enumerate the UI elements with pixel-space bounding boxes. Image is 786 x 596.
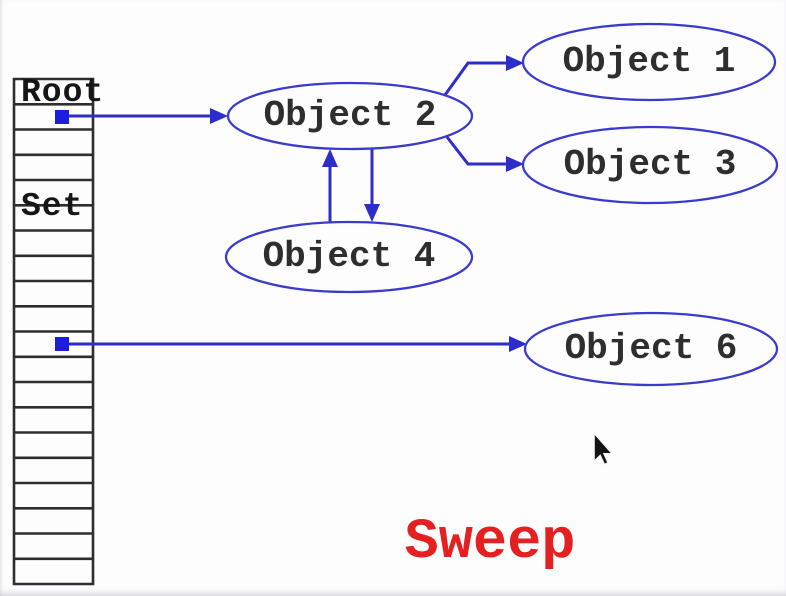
arrowhead-down-into-object4-icon [364, 204, 380, 222]
node-label-object-4: Object 4 [262, 236, 436, 277]
object-node-ellipses [224, 22, 779, 387]
arrowhead-into-object2-icon [210, 108, 228, 124]
root-set-table [12, 77, 95, 586]
phase-label-sweep: Sweep [404, 511, 576, 575]
root-set-title-line1: Root [21, 74, 105, 111]
arrowhead-into-object3-icon [506, 156, 524, 172]
node-label-object-1: Object 1 [562, 41, 736, 82]
root-pointer-square-slot2 [55, 110, 69, 124]
object-1-ellipse [521, 22, 777, 102]
arrowhead-up-into-object2-icon [322, 149, 338, 167]
edge-lines [69, 61, 511, 346]
root-pointer-square-slot11 [55, 337, 69, 351]
mouse-cursor-icon [593, 430, 615, 466]
root-set-grid-lines [12, 77, 95, 586]
node-label-object-6: Object 6 [564, 328, 738, 369]
edge-object2-to-object3-line [445, 136, 508, 166]
edge-object2-to-object1-line [443, 61, 508, 96]
object-3-ellipse [521, 125, 779, 205]
node-label-object-2: Object 2 [263, 95, 437, 136]
arrowhead-into-object6-icon [509, 336, 527, 352]
object-6-ellipse [523, 311, 779, 387]
edge-arrowheads [210, 55, 527, 352]
node-label-object-3: Object 3 [563, 144, 737, 185]
root-pointer-squares [55, 110, 69, 351]
object-4-ellipse [224, 220, 474, 294]
root-set-title-line2: Set [21, 188, 84, 225]
arrowhead-into-object1-icon [506, 55, 524, 71]
root-set-title: Root Set [21, 0, 104, 302]
object-2-ellipse [226, 81, 474, 151]
